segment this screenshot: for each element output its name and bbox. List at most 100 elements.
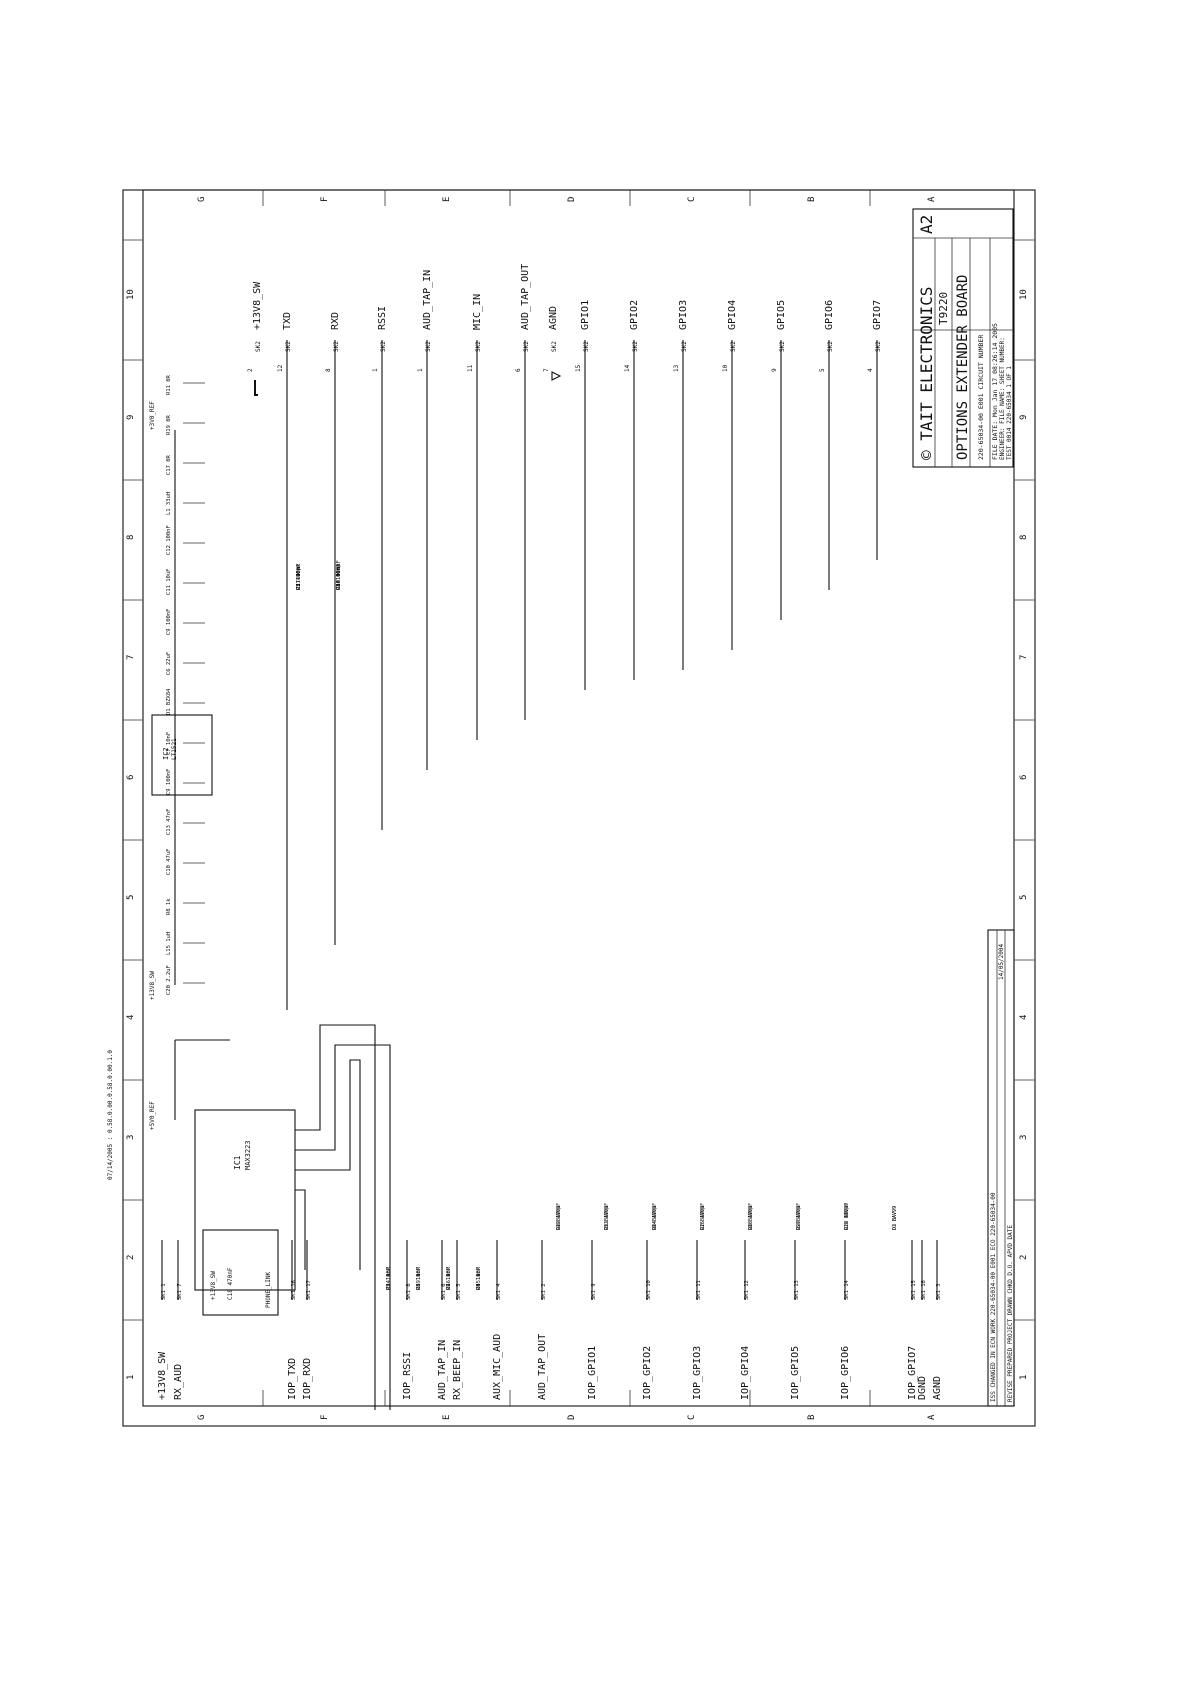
revision-header: ISS CHANGED IN ECN WORK 220-65034-00 E00… xyxy=(990,1192,997,1402)
frame-row-bottom-C: C xyxy=(687,1415,697,1420)
right-connector-nets: +13V8_SWSK22TXDSK212RXDSK28RSSISK21AUD_T… xyxy=(247,264,883,1010)
frame-row-bottom-D: D xyxy=(567,1415,577,1420)
sk2-pin-8: 15 xyxy=(575,364,582,372)
audio-comp-15: C15 1nF xyxy=(476,1267,482,1290)
sk1-net-label-8: AUD_TAP_OUT xyxy=(537,1334,548,1400)
sk1-net-label-7: AUX_MIC_AUD xyxy=(492,1334,503,1400)
top-comp-2: R8 1k xyxy=(166,898,172,915)
gpio-comp-21: C27 470pF xyxy=(796,1203,802,1230)
sk1-ref-16: SK1 18 xyxy=(921,1280,927,1300)
audio-comp-0: R2 1k xyxy=(386,1273,392,1290)
ic2-part: LT1521 xyxy=(171,738,178,760)
sk2-pin-11: 10 xyxy=(722,364,729,372)
revision-block: ISS CHANGED IN ECN WORK 220-65034-00 E00… xyxy=(987,929,1015,1407)
gpio-comp-5: R20 100R xyxy=(796,1205,802,1230)
ic1-ref: IC1 xyxy=(233,1155,242,1170)
audio-comp-9: L8 100R xyxy=(416,1266,422,1290)
title-line3: 220-65034-00 E001 CIRCUIT NUMBER xyxy=(977,335,985,460)
ic2-regulator: IC2 LT1521 xyxy=(151,714,213,796)
frame-col-right-7: 7 xyxy=(1019,655,1029,660)
sk1-ref-11: SK1 11 xyxy=(696,1280,702,1300)
sk2-ref-12: SK2 xyxy=(779,341,786,352)
gpio-comp-7: D3 BAV99 xyxy=(892,1206,898,1230)
sk2-pin-0: 2 xyxy=(247,368,254,372)
ic1-transceiver: IC1 MAX3223 xyxy=(194,1024,391,1410)
sk1-ref-15: SK1 15 xyxy=(911,1280,917,1300)
sk2-net-label-3: RSSI xyxy=(377,306,388,330)
frame-row-top-C: C xyxy=(687,197,697,202)
sk1-net-label-13: IOP_GPIO5 xyxy=(790,1346,801,1400)
frame-col-right-2: 2 xyxy=(1019,1255,1029,1260)
audio-comp-14: C16 1nF xyxy=(446,1267,452,1290)
gpio-comp-4: R18 100R xyxy=(748,1205,754,1230)
top-comp-14: R19 0R xyxy=(166,414,172,435)
sk1-net-label-15: IOP_GPIO7 xyxy=(907,1346,918,1400)
mid-comp-4: C1 100nF xyxy=(296,564,302,591)
sk2-net-label-4: AUD_TAP_IN xyxy=(422,270,433,330)
mid-comp-10: R21 10k xyxy=(296,566,302,590)
top-comp-1: L15 1uH xyxy=(166,932,172,955)
sk2-net-label-2: RXD xyxy=(330,312,341,330)
audio-comp-11: L3 100R xyxy=(476,1266,482,1290)
sk2-ref-10: SK2 xyxy=(681,341,688,352)
sk2-agnd-flag xyxy=(551,371,562,381)
sk2-ref-5: SK2 xyxy=(475,341,482,352)
gpio-comp-16: C22 470pF xyxy=(556,1203,562,1230)
top-comp-15: R11 0R xyxy=(166,374,172,395)
frame-col-right-9: 9 xyxy=(1019,415,1029,420)
sk2-net-label-12: GPIO5 xyxy=(776,300,787,330)
inner-frame xyxy=(142,189,1015,1407)
sk1-ref-0: SK1 1 xyxy=(161,1283,167,1300)
phone-link-cap: C18 470nF xyxy=(227,1267,234,1300)
ic2-ref: IC2 xyxy=(162,747,170,760)
sk1-ref-1: SK1 7 xyxy=(177,1283,183,1300)
title-line4: FILE DATE: Mon Jan 17 08:26:14 2005 xyxy=(991,323,999,460)
phone-link: PHONE_LINK +13V8_SW C18 470nF xyxy=(202,1229,279,1316)
phone-link-label: PHONE_LINK xyxy=(265,1271,272,1308)
sk1-ref-7: SK1 4 xyxy=(496,1283,502,1300)
audio-comp-8: L2 100R xyxy=(386,1266,392,1290)
power-3v0-label: +3V0_REF xyxy=(149,401,156,430)
sk1-net-label-4: IOP_RSSI xyxy=(402,1352,413,1400)
sk2-ref-7: SK2 xyxy=(551,341,558,352)
power-13v8-label: +13V8_SW xyxy=(149,971,156,1000)
sk2-net-label-13: GPIO6 xyxy=(824,300,835,330)
sk1-ref-8: SK1 2 xyxy=(541,1283,547,1300)
sk2-net-label-8: GPIO1 xyxy=(580,300,591,330)
top-comp-13: C17 0R xyxy=(166,454,172,475)
frame-col-left-6: 6 xyxy=(126,775,136,780)
gpio-comp-11: D7 BAV99 xyxy=(700,1206,706,1230)
sk1-net-label-11: IOP_GPIO3 xyxy=(692,1346,703,1400)
sk2-pin-4: 1 xyxy=(417,368,424,372)
top-comp-12: L1 33uH xyxy=(166,492,172,515)
sk1-ref-14: SK1 14 xyxy=(844,1279,850,1300)
frame-col-right-10: 10 xyxy=(1019,289,1029,300)
sk2-net-label-0: +13V8_SW xyxy=(252,281,263,330)
frame-col-left-9: 9 xyxy=(126,415,136,420)
sk1-net-label-1: RX_AUD xyxy=(173,1364,184,1400)
sk2-ref-9: SK2 xyxy=(632,341,639,352)
frame-col-left-7: 7 xyxy=(126,655,136,660)
frame-col-right-5: 5 xyxy=(1019,895,1029,900)
sk2-ref-1: SK2 xyxy=(285,341,292,352)
audio-comp-6: R7 1k xyxy=(446,1273,452,1290)
sk2-ref-3: SK2 xyxy=(380,341,387,352)
mid-comp-6: C5 100nF xyxy=(296,564,302,591)
frame-row-top-B: B xyxy=(807,197,817,202)
sk2-pin-7: 7 xyxy=(543,368,550,372)
audio-comp-7: R9 1k xyxy=(476,1273,482,1290)
audio-comp-13: C19 1nF xyxy=(416,1267,422,1290)
top-comp-9: C9 100nF xyxy=(166,609,172,636)
top-comp-10: C11 10uF xyxy=(166,569,172,596)
frame-row-top-D: D xyxy=(567,197,577,202)
sk2-pin-9: 14 xyxy=(624,364,631,372)
top-comp-0: C20 2.2uF xyxy=(166,965,172,995)
gpio-comp-6: R22 100R xyxy=(844,1205,850,1230)
sk2-pin-6: 6 xyxy=(515,368,522,372)
sk1-net-label-12: IOP_GPIO4 xyxy=(740,1346,751,1400)
title-line6: TEST 0014 220-65034 1 OF 1 xyxy=(1006,366,1013,460)
